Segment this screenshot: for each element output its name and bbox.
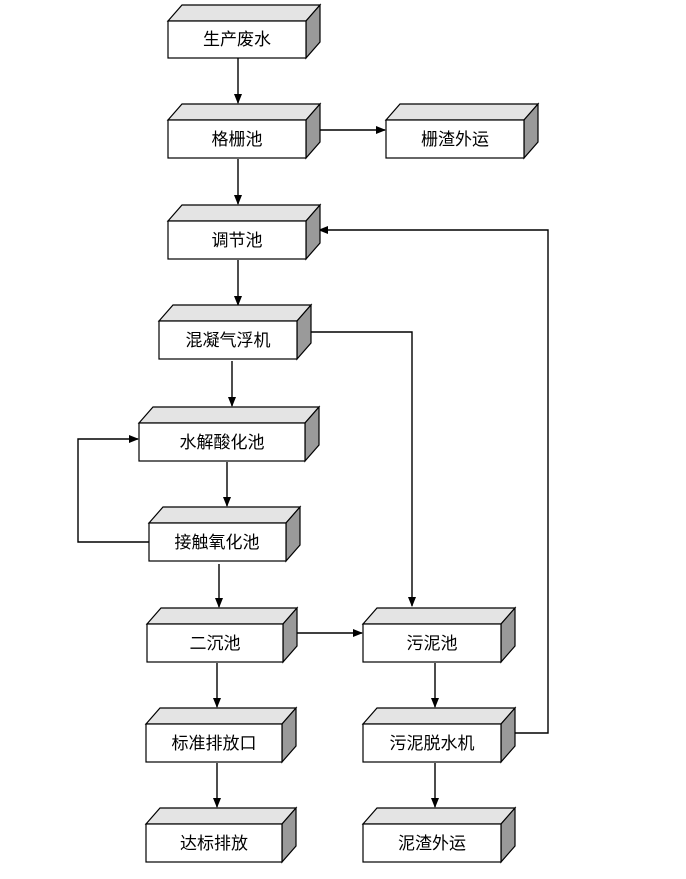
node-screen-waste: 栅渣外运 <box>384 102 540 160</box>
node-contact-oxidation: 接触氧化池 <box>147 505 302 563</box>
node-hydrolysis: 水解酸化池 <box>137 405 321 463</box>
node-wastewater-label: 生产废水 <box>203 30 271 50</box>
node-discharge-outlet: 标准排放口 <box>144 706 298 764</box>
arrow-flotation-to-sludge-tank <box>311 331 416 607</box>
node-hydrolysis-label: 水解酸化池 <box>180 433 265 453</box>
node-flotation-label: 混凝气浮机 <box>186 331 271 351</box>
node-sludge-waste: 泥渣外运 <box>361 806 517 864</box>
node-compliant-discharge: 达标排放 <box>144 806 298 864</box>
node-screen-waste-label: 栅渣外运 <box>421 130 489 150</box>
node-secondary-clarifier: 二沉池 <box>145 606 299 664</box>
node-equalization-label: 调节池 <box>212 231 263 251</box>
arrow-oxidation-recycle-to-hydrolysis <box>77 435 149 543</box>
node-sludge-waste-label: 泥渣外运 <box>398 834 466 854</box>
connectors <box>77 57 549 808</box>
node-screen: 格栅池 <box>166 102 322 160</box>
node-contact-oxidation-label: 接触氧化池 <box>175 533 260 553</box>
node-equalization: 调节池 <box>166 203 322 261</box>
node-dewatering: 污泥脱水机 <box>361 706 517 764</box>
arrow-dewatering-filtrate-to-equalization <box>318 226 549 734</box>
node-sludge-tank-label: 污泥池 <box>407 634 458 654</box>
node-screen-label: 格栅池 <box>212 130 263 150</box>
node-dewatering-label: 污泥脱水机 <box>390 734 475 754</box>
node-sludge-tank: 污泥池 <box>361 606 517 664</box>
node-wastewater: 生产废水 <box>166 3 322 60</box>
node-secondary-clarifier-label: 二沉池 <box>190 634 241 654</box>
node-flotation: 混凝气浮机 <box>157 303 313 361</box>
node-compliant-discharge-label: 达标排放 <box>180 834 248 854</box>
node-discharge-outlet-label: 标准排放口 <box>172 734 257 754</box>
